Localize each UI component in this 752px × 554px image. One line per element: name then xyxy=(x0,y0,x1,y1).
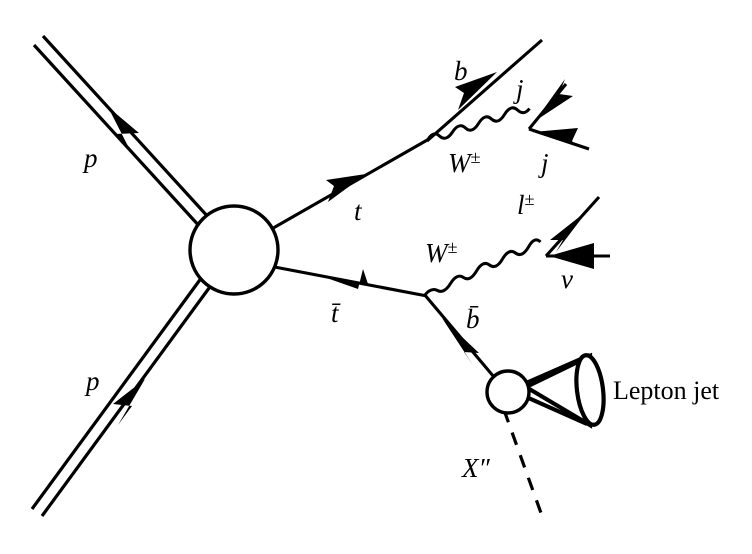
hidden-sector-line xyxy=(502,409,543,514)
w-boson-upper xyxy=(425,106,531,142)
jet-lower-arrowhead xyxy=(533,128,578,146)
label-proton-top: p xyxy=(82,143,98,173)
top-quark-arrowhead xyxy=(326,174,366,202)
antitop-quark-arrowhead xyxy=(321,269,368,289)
dark-sector-blob xyxy=(485,369,531,415)
proton-bottom-beam xyxy=(30,276,214,517)
label-neutrino: ν xyxy=(561,264,573,294)
jet-upper-arrowhead xyxy=(535,79,573,121)
lepton-jet-cone-face xyxy=(574,353,606,427)
top-quark-line xyxy=(267,137,430,233)
lepton-arrowhead xyxy=(550,210,588,252)
w-boson-lower xyxy=(422,238,542,297)
label-antibottom-quark: b̄ xyxy=(466,304,480,334)
proton-top-arrowhead xyxy=(108,107,139,152)
label-lepton-jet: Lepton jet xyxy=(613,376,720,405)
neutrino-arrowhead xyxy=(549,243,594,269)
antibottom-quark-arrowhead xyxy=(442,318,479,365)
jet-lower-line xyxy=(528,127,590,151)
label-jet-lower: j xyxy=(538,148,549,178)
bottom-quark-arrowhead xyxy=(455,72,497,110)
proton-bottom-arrowhead xyxy=(113,379,145,425)
label-hidden-sector: X″ xyxy=(461,453,490,483)
label-jet-upper: j xyxy=(513,74,524,104)
pp-collision-blob xyxy=(188,204,280,296)
label-top-quark: t xyxy=(354,196,363,226)
antitop-quark-line xyxy=(263,263,428,298)
lepton-jet-cone xyxy=(521,352,606,429)
bottom-quark-line xyxy=(425,38,544,143)
label-antitop-quark: t̄ xyxy=(331,298,341,328)
label-w-boson-upper: W± xyxy=(448,147,481,178)
jet-upper-line xyxy=(527,79,573,130)
label-lepton: l± xyxy=(517,189,535,220)
label-proton-bottom: p xyxy=(84,366,100,396)
label-w-boson-lower: W± xyxy=(425,237,458,268)
antibottom-quark-line xyxy=(422,293,496,378)
lepton-line xyxy=(544,195,601,258)
proton-top-beam xyxy=(32,34,212,230)
neutrino-line xyxy=(546,243,610,269)
label-bottom-quark: b xyxy=(454,56,468,86)
